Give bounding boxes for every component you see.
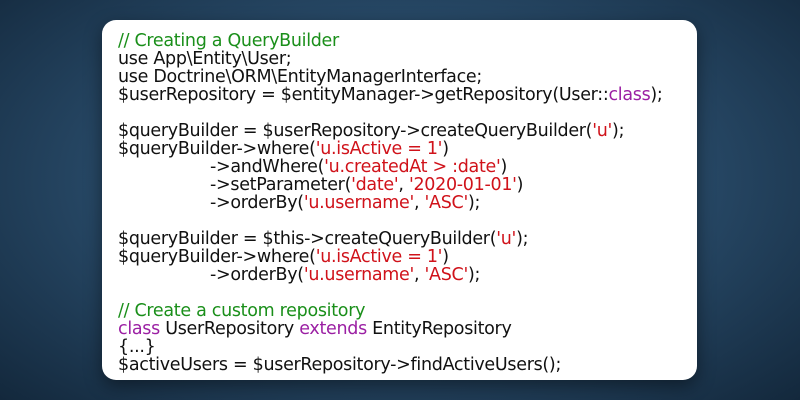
code-line-where: $queryBuilder->where('u.isActive = 1'): [118, 248, 697, 266]
code-line-class-declaration: class UserRepository extends EntityRepos…: [118, 320, 697, 338]
code-line-and-where: ->andWhere('u.createdAt > :date'): [118, 158, 697, 176]
code-string: 'u.username': [303, 193, 415, 213]
code-blank-line: [118, 212, 697, 230]
code-text: ,: [398, 175, 409, 195]
code-text: EntityRepository: [366, 319, 512, 339]
code-line-order-by: ->orderBy('u.username', 'ASC');: [118, 266, 697, 284]
code-text: ->setParameter(: [210, 175, 352, 195]
code-text: $userRepository = $entityManager->getRep…: [118, 85, 609, 105]
code-text: );: [650, 85, 663, 105]
code-snippet-card: // Creating a QueryBuilder use App\Entit…: [102, 20, 697, 380]
code-text: ->orderBy(: [210, 265, 304, 285]
code-text: use App\Entity\User;: [118, 49, 292, 69]
code-blank-line: [118, 104, 697, 122]
code-text: $queryBuilder->where(: [118, 247, 316, 267]
code-text: );: [467, 265, 481, 285]
code-string: 'u': [592, 121, 613, 141]
code-string: 'ASC': [424, 193, 469, 213]
code-comment: // Creating a QueryBuilder: [118, 31, 339, 51]
code-line-comment: // Creating a QueryBuilder: [118, 32, 697, 50]
code-string: 'u.isActive = 1': [315, 247, 443, 267]
code-line-comment: // Create a custom repository: [118, 302, 697, 320]
code-keyword: extends: [299, 319, 367, 339]
code-string: 'date': [351, 175, 399, 195]
code-line-this-create-query-builder: $queryBuilder = $this->createQueryBuilde…: [118, 230, 697, 248]
code-comment: // Create a custom repository: [118, 301, 366, 321]
code-string: 'u': [496, 229, 517, 249]
code-text: ): [516, 175, 524, 195]
code-line-ellipsis: {...}: [118, 338, 697, 356]
code-line-where: $queryBuilder->where('u.isActive = 1'): [118, 140, 697, 158]
code-text: ,: [414, 265, 425, 285]
code-line-find-active-users: $activeUsers = $userRepository->findActi…: [118, 356, 697, 374]
code-text: ): [442, 247, 449, 267]
code-line-get-repository: $userRepository = $entityManager->getRep…: [118, 86, 697, 104]
code-text: use Doctrine\ORM\EntityManagerInterface;: [118, 67, 482, 87]
code-line-use-user: use App\Entity\User;: [118, 50, 697, 68]
code-text: $activeUsers = $userRepository->findActi…: [118, 355, 562, 375]
code-text: ->andWhere(: [210, 157, 325, 177]
code-line-order-by: ->orderBy('u.username', 'ASC');: [118, 194, 697, 212]
code-line-create-query-builder: $queryBuilder = $userRepository->createQ…: [118, 122, 697, 140]
code-string: 'u.isActive = 1': [315, 139, 443, 159]
code-string: 'ASC': [424, 265, 469, 285]
code-text: ): [442, 139, 449, 159]
code-text: UserRepository: [159, 319, 300, 339]
code-string: 'u.username': [303, 265, 415, 285]
code-keyword: class: [608, 85, 651, 105]
code-text: {...}: [118, 337, 156, 357]
code-blank-line: [118, 284, 697, 302]
code-line-use-entity-manager: use Doctrine\ORM\EntityManagerInterface;: [118, 68, 697, 86]
code-keyword: class: [118, 319, 160, 339]
code-text: );: [467, 193, 481, 213]
code-line-set-parameter: ->setParameter('date', '2020-01-01'): [118, 176, 697, 194]
code-text: $queryBuilder->where(: [118, 139, 316, 159]
code-text: ,: [414, 193, 425, 213]
code-text: );: [516, 229, 529, 249]
code-text: );: [612, 121, 625, 141]
code-string: 'u.createdAt > :date': [324, 157, 501, 177]
code-text: ): [500, 157, 508, 177]
code-text: ->orderBy(: [210, 193, 304, 213]
code-text: $queryBuilder = $userRepository->createQ…: [118, 121, 593, 141]
code-string: '2020-01-01': [408, 175, 517, 195]
code-text: $queryBuilder = $this->createQueryBuilde…: [118, 229, 497, 249]
